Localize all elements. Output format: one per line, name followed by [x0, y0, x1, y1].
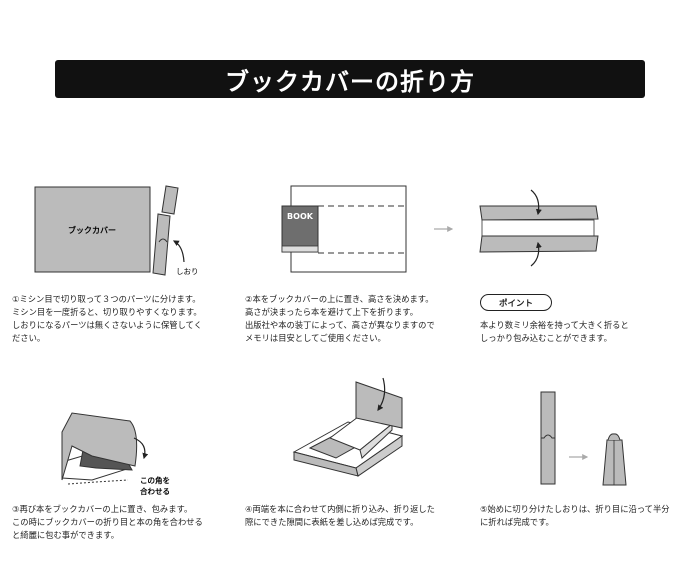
- strip-top: [161, 185, 179, 215]
- book-label: BOOK: [287, 212, 314, 221]
- step1-illustration: ブックカバー しおり: [34, 185, 199, 276]
- step3-caption: ③再び本をブックカバーの上に置き、包みます。 この時にブックカバーの折り目と本の…: [12, 504, 203, 540]
- bookmark-strip: [152, 213, 171, 276]
- arrow-icon: [530, 189, 542, 216]
- book-cover-label: ブックカバー: [68, 225, 116, 235]
- step3-illustration: この角を 合わせる: [61, 412, 170, 496]
- book-cover-sheet: [34, 186, 151, 273]
- step5-caption: ⑤始めに切り分けたしおりは、折り目に沿って半分 に折れば完成です。: [480, 504, 670, 527]
- arrow-icon: [172, 240, 185, 263]
- corner-label-1: この角を: [140, 475, 170, 485]
- page-title: ブックカバーの折り方: [55, 60, 645, 98]
- point-illustration: [479, 189, 599, 267]
- step5-illustration: [540, 391, 627, 486]
- arrow-icon: [530, 241, 542, 267]
- step2-caption: ②本をブックカバーの上に置き、高さを決めます。 高さが決まったら本を避けて上下を…: [245, 294, 435, 343]
- step4-caption: ④両端を本に合わせて内側に折り込み、折り返した 際にできた隙間に表紙を差し込めば…: [245, 504, 435, 527]
- folded-bookmark: [602, 439, 627, 486]
- arrow-icon: [133, 437, 149, 460]
- arrow-icon: [377, 377, 386, 411]
- bookmark-label: しおり: [176, 267, 199, 276]
- step1-caption: ①ミシン目で切り取って３つのパーツに分けます。 ミシン目を一度折ると、切り取りや…: [12, 294, 203, 343]
- step4-illustration: [292, 377, 404, 477]
- point-caption: 本より数ミリ余裕を持って大きく折ると しっかり包み込むことができます。: [480, 320, 629, 343]
- point-badge: ポイント: [480, 294, 552, 311]
- step2-illustration: BOOK: [281, 185, 454, 273]
- corner-label-2: 合わせる: [140, 486, 170, 496]
